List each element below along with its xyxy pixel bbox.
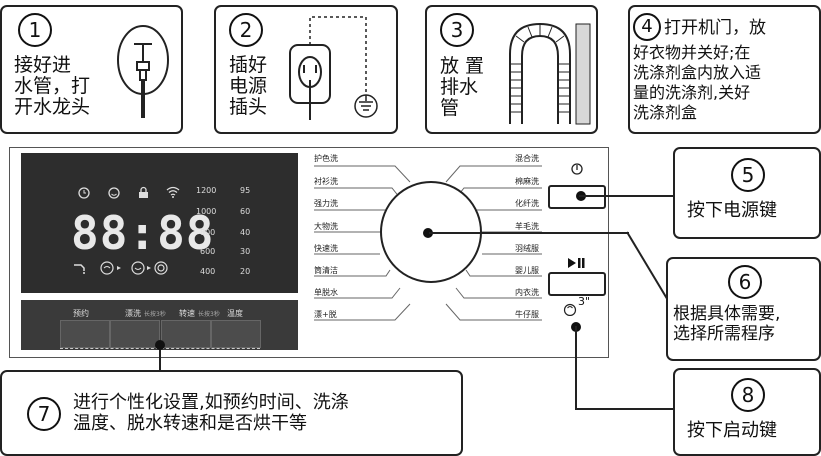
reserve-label: 预约 — [73, 309, 89, 318]
program-label[interactable]: 衬衫洗 — [314, 177, 338, 186]
time-readout: 88:88 — [71, 206, 215, 260]
speed-label: 400 — [200, 267, 216, 276]
program-label[interactable]: 混合洗 — [515, 154, 539, 163]
speed-button[interactable] — [161, 320, 211, 348]
step-4-text: 好衣物并关好;在 洗涤剂盒内放入适 量的洗涤剂,关好 洗涤剂盒 — [633, 43, 762, 122]
spin-icon — [131, 261, 168, 275]
reserve-button[interactable] — [60, 320, 110, 348]
step-5-number: 5 — [731, 158, 765, 192]
step-4-box — [628, 5, 821, 134]
connector-start-v — [575, 326, 577, 410]
step-1-number: 1 — [18, 13, 52, 47]
step-4-number: 4 — [633, 13, 661, 41]
play-pause-icon — [568, 258, 585, 268]
temp-label: 温度 — [227, 309, 243, 318]
step-5-text: 按下电源键 — [687, 200, 777, 221]
program-label[interactable]: 快速洗 — [314, 244, 338, 253]
temp-label: 30 — [240, 247, 251, 256]
connector-start-h — [575, 408, 673, 410]
knob-center-dot — [423, 228, 433, 238]
step-7-box — [0, 370, 463, 456]
speed-label: 600 — [200, 247, 216, 256]
rinse-button[interactable] — [110, 320, 160, 348]
program-label[interactable]: 内衣洗 — [515, 288, 539, 297]
temp-button[interactable] — [211, 320, 261, 348]
wash-icon — [100, 261, 121, 275]
program-label[interactable]: 护色洗 — [314, 154, 338, 163]
child-lock-icon — [563, 303, 577, 316]
connector-program-diag — [626, 231, 670, 303]
plug-icon — [289, 16, 378, 120]
faucet-icon — [117, 25, 169, 118]
settings-dot — [155, 340, 165, 350]
rinse-label: 漂洗 — [125, 309, 141, 318]
temp-label: 95 — [240, 186, 251, 195]
step-2-text: 插好 电源 插头 — [229, 54, 268, 118]
program-label[interactable]: 牛仔服 — [515, 310, 539, 319]
tap-icon — [74, 264, 85, 274]
speed-button-label: 转速 — [179, 309, 195, 318]
connector-power — [579, 195, 675, 197]
temp-label: 40 — [240, 228, 251, 237]
speed-label: 1200 — [196, 186, 217, 195]
step-8-text: 按下启动键 — [687, 420, 777, 441]
program-label[interactable]: 筒清洁 — [314, 266, 338, 275]
program-label[interactable]: 羽绒服 — [515, 244, 539, 253]
step-3-number: 3 — [440, 13, 474, 47]
connector-program-h — [429, 232, 629, 234]
step-7-number: 7 — [27, 397, 61, 431]
step-6-text: 根据具体需要, 选择所需程序 — [673, 304, 781, 344]
speed-label: 1000 — [196, 207, 217, 216]
program-label[interactable]: 单脱水 — [314, 288, 338, 297]
program-label[interactable]: 漂+脱 — [314, 310, 337, 319]
temp-hint: 长按3秒 — [198, 311, 220, 318]
program-label[interactable]: 婴儿服 — [515, 266, 539, 275]
clock-icon — [78, 187, 90, 199]
connector-settings-v — [159, 344, 161, 370]
rinse-hint: 长按3秒 — [144, 311, 166, 318]
program-label[interactable]: 棉麻洗 — [515, 177, 539, 186]
lock-icon — [139, 186, 148, 198]
power-button[interactable] — [548, 185, 606, 209]
step-1-text: 接好进 水管，打 开水龙头 — [14, 54, 91, 118]
step-6-number: 6 — [728, 265, 762, 299]
step-8-number: 8 — [731, 378, 765, 412]
start-button[interactable] — [548, 272, 606, 296]
program-label[interactable]: 强力洗 — [314, 199, 338, 208]
step-7-text: 进行个性化设置,如预约时间、洗涤 温度、脱水转速和是否烘干等 — [73, 392, 349, 434]
step-2-number: 2 — [229, 13, 263, 47]
step-4-first-line: 打开机门，放 — [664, 18, 766, 38]
program-label[interactable]: 羊毛洗 — [515, 222, 539, 231]
temp-label: 20 — [240, 267, 251, 276]
temp-label: 60 — [240, 207, 251, 216]
step-3-text: 放 置 排水 管 — [440, 55, 485, 119]
drain-hose-icon — [509, 22, 591, 125]
program-label[interactable]: 大物洗 — [314, 222, 338, 231]
led-display: 88:88 1200 1000 800 600 400 95 60 40 30 … — [21, 153, 298, 293]
smile-icon — [108, 187, 120, 199]
wifi-icon — [166, 186, 180, 198]
speed-label: 800 — [200, 228, 216, 237]
start-hold-label: 3" — [578, 295, 591, 308]
power-icon — [571, 163, 583, 175]
program-label[interactable]: 化纤洗 — [515, 199, 539, 208]
